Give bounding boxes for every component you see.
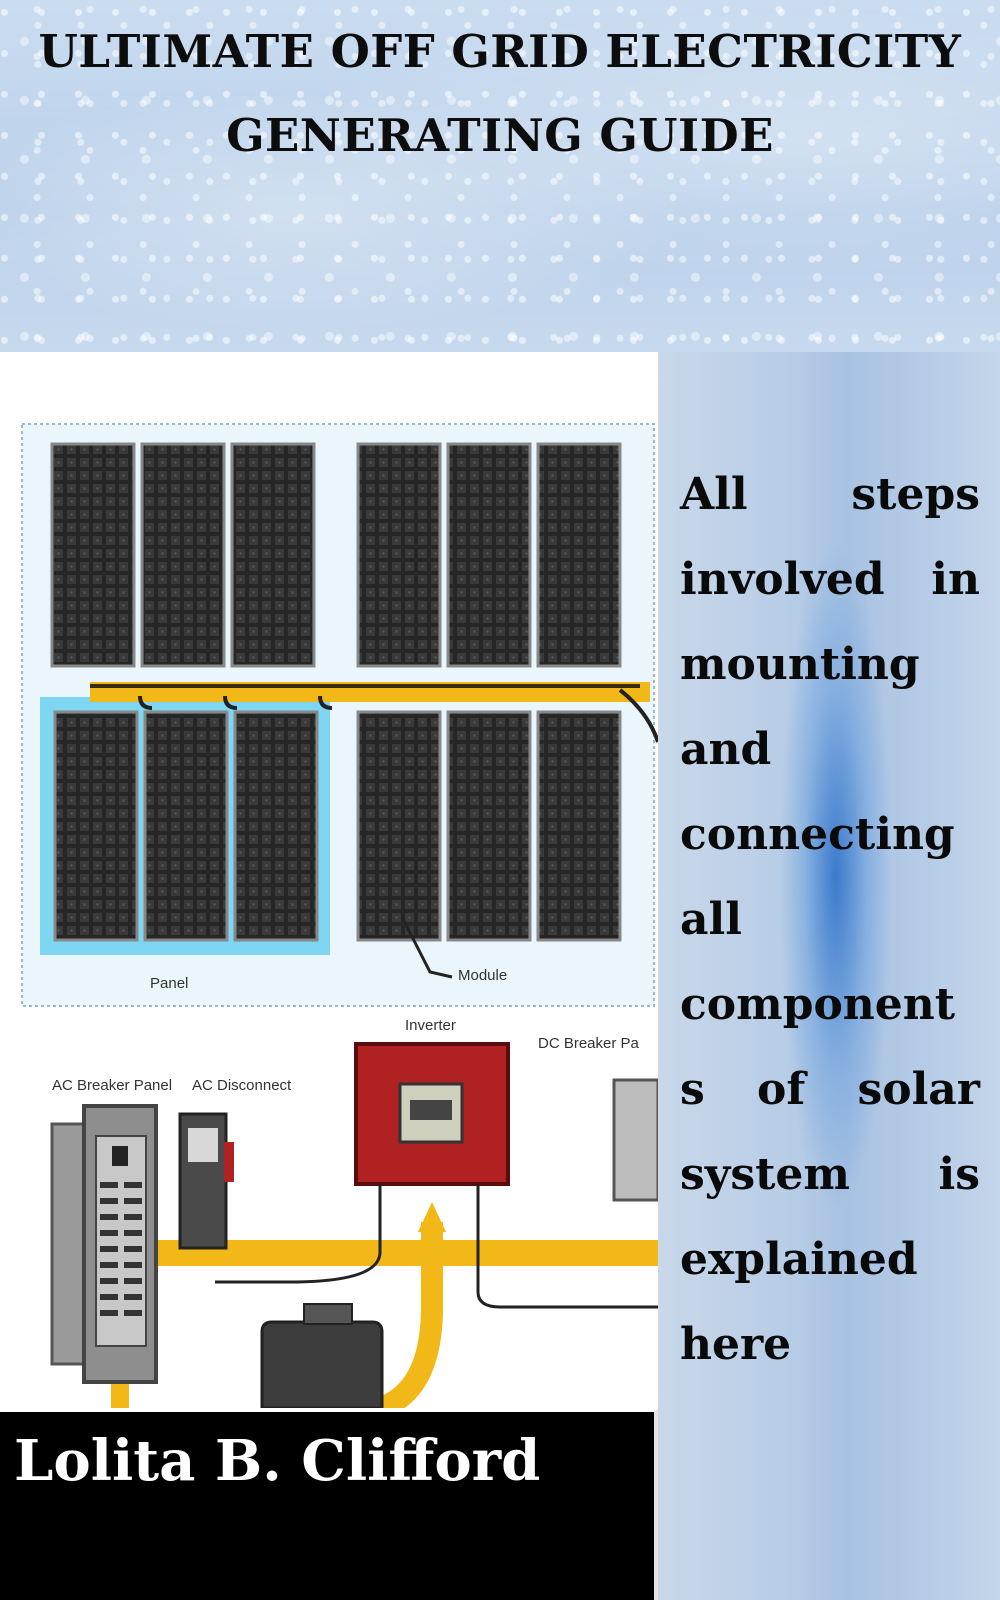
inverter-screen (410, 1100, 452, 1120)
label-ac-disconnect: AC Disconnect (192, 1077, 292, 1094)
author-bar: Lolita B. Clifford (0, 1408, 658, 1600)
solar-module (536, 442, 622, 668)
solar-module (536, 710, 622, 942)
blurb-text: All steps involved in mounting and conne… (680, 469, 980, 1370)
solar-module (230, 442, 316, 668)
cable-wire (138, 688, 658, 743)
inverter-wire (215, 1184, 382, 1284)
solar-module (356, 442, 442, 668)
module-row-top (50, 442, 622, 668)
battery-cap (303, 1303, 353, 1325)
label-module: Module (458, 967, 507, 984)
solar-module (140, 442, 226, 668)
main-breaker (112, 1146, 128, 1166)
solar-module (446, 442, 532, 668)
solar-module (446, 710, 532, 942)
label-ac-breaker-panel: AC Breaker Panel (52, 1077, 172, 1094)
battery-box (260, 1320, 384, 1408)
label-panel: Panel (150, 975, 188, 992)
cable-to-inverter (376, 1222, 443, 1408)
breaker-switches (100, 1182, 142, 1316)
title-line-2: GENERATING GUIDE (226, 109, 774, 162)
solar-system-diagram: Panel Module Inverter DC Breaker Pa AC B… (0, 352, 658, 1408)
solar-module (53, 710, 139, 942)
ac-breaker-door (50, 1122, 88, 1366)
ac-disconnect-handle (224, 1142, 234, 1182)
module-row-bottom (53, 710, 622, 942)
blurb-panel: All steps involved in mounting and conne… (658, 352, 1000, 1600)
solar-module (233, 710, 319, 942)
author-name: Lolita B. Clifford (14, 1428, 541, 1494)
inverter-wire-dc (476, 1184, 658, 1309)
solar-module (50, 442, 136, 668)
label-inverter: Inverter (405, 1017, 456, 1034)
solar-module (356, 710, 442, 942)
cover-header: ULTIMATE OFF GRID ELECTRICITY GENERATING… (0, 0, 1000, 352)
solar-module (143, 710, 229, 942)
arrow-up-icon (418, 1202, 446, 1232)
dc-breaker-box (612, 1078, 658, 1202)
ac-disconnect-label (188, 1128, 218, 1162)
cover-title: ULTIMATE OFF GRID ELECTRICITY GENERATING… (0, 10, 1000, 178)
module-pointer (400, 916, 453, 979)
title-line-1: ULTIMATE OFF GRID ELECTRICITY (38, 25, 962, 78)
label-dc-breaker: DC Breaker Pa (538, 1035, 640, 1052)
diagram-svg: Panel Module Inverter DC Breaker Pa AC B… (21, 423, 658, 1408)
